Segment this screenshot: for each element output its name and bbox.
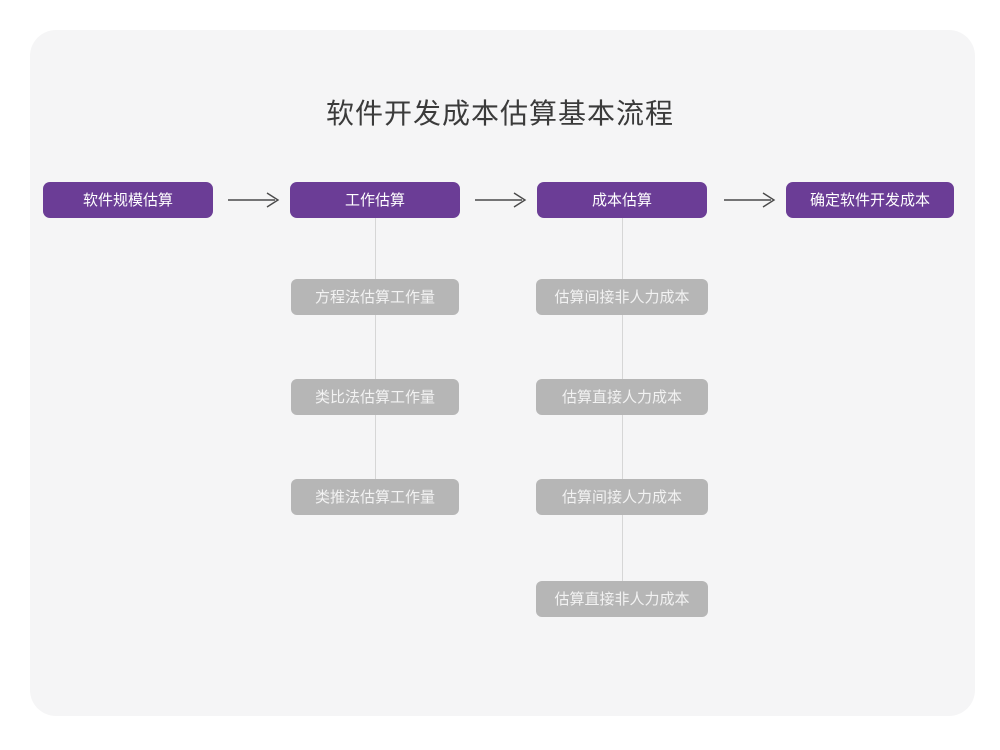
stage-node-label: 工作估算	[344, 191, 405, 209]
stage-node-cost-estimation[interactable]: 成本估算	[537, 182, 707, 218]
stage-node-software-scale-estimation[interactable]: 软件规模估算	[43, 182, 213, 218]
substep-node-indirect-nonlabor-cost[interactable]: 估算间接非人力成本	[536, 279, 708, 315]
connector-sub2-to-sub3-col2	[622, 415, 623, 495]
connector-sub3-to-sub4-col2	[622, 515, 623, 597]
page-title: 软件开发成本估算基本流程	[325, 98, 674, 129]
substep-node-label: 估算间接人力成本	[561, 488, 682, 506]
stage-node-label: 成本估算	[591, 191, 652, 209]
connector-sub1-to-sub2	[375, 315, 376, 395]
substep-node-label: 方程法估算工作量	[314, 288, 435, 306]
stage-node-determine-development-cost[interactable]: 确定软件开发成本	[786, 182, 954, 218]
substep-node-inference-method-effort[interactable]: 类推法估算工作量	[291, 479, 459, 515]
right-arrow-icon	[228, 190, 282, 210]
substep-node-label: 估算直接非人力成本	[554, 590, 690, 608]
substep-node-indirect-labor-cost[interactable]: 估算间接人力成本	[536, 479, 708, 515]
substep-node-direct-nonlabor-cost[interactable]: 估算直接非人力成本	[536, 581, 708, 617]
substep-node-direct-labor-cost[interactable]: 估算直接人力成本	[536, 379, 708, 415]
connector-sub1-to-sub2-col2	[622, 315, 623, 395]
diagram-panel	[30, 30, 975, 716]
substep-node-analogy-method-effort[interactable]: 类比法估算工作量	[291, 379, 459, 415]
stage-node-label: 确定软件开发成本	[809, 191, 930, 209]
stage-node-effort-estimation[interactable]: 工作估算	[290, 182, 460, 218]
connector-sub2-to-sub3	[375, 415, 376, 495]
substep-node-label: 类比法估算工作量	[314, 388, 435, 406]
substep-node-equation-method-effort[interactable]: 方程法估算工作量	[291, 279, 459, 315]
connector-stage3-to-sub1	[622, 218, 623, 296]
right-arrow-icon	[475, 190, 529, 210]
substep-node-label: 估算间接非人力成本	[554, 288, 690, 306]
substep-node-label: 类推法估算工作量	[314, 488, 435, 506]
substep-node-label: 估算直接人力成本	[561, 388, 682, 406]
stage-node-label: 软件规模估算	[82, 191, 173, 209]
right-arrow-icon	[724, 190, 778, 210]
connector-stage2-to-sub1	[375, 218, 376, 296]
